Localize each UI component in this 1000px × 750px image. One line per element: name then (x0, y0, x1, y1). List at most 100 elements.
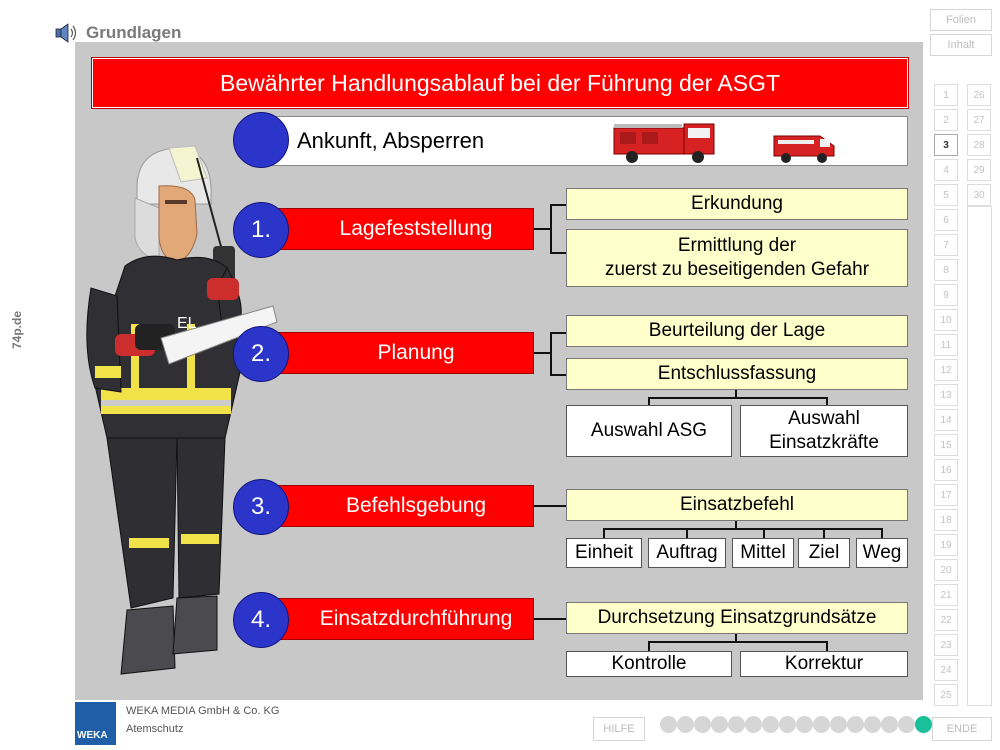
slide-number-10[interactable]: 10 (934, 309, 958, 331)
slide-number-18[interactable]: 18 (934, 509, 958, 531)
progress-dot[interactable] (813, 716, 830, 733)
connector (881, 528, 883, 538)
progress-dots (660, 716, 932, 734)
connector (823, 528, 825, 538)
step-3-circle: 3. (233, 479, 289, 535)
slide-number-12[interactable]: 12 (934, 359, 958, 381)
slide-canvas: Bewährter Handlungsablauf bei der Führun… (75, 42, 923, 700)
weka-logo: WEKA (75, 702, 116, 745)
slide-number-29[interactable]: 29 (967, 159, 991, 181)
step-1-circle: 1. (233, 202, 289, 258)
slide-number-16[interactable]: 16 (934, 459, 958, 481)
slide-number-2[interactable]: 2 (934, 109, 958, 131)
progress-dot[interactable] (728, 716, 745, 733)
section-title: Grundlagen (86, 23, 182, 42)
step-2-bar: Planung (268, 332, 534, 374)
step-1-bar: Lagefeststellung (268, 208, 534, 250)
connector (735, 521, 737, 529)
box-auftrag: Auftrag (648, 538, 726, 568)
connector (735, 634, 737, 642)
connector (648, 641, 650, 651)
progress-dot[interactable] (745, 716, 762, 733)
progress-dot[interactable] (660, 716, 677, 733)
connector (763, 528, 765, 538)
box-einheit: Einheit (566, 538, 642, 568)
slide-number-19[interactable]: 19 (934, 534, 958, 556)
firefighter-illustration: EL (86, 145, 278, 675)
slide-number-25[interactable]: 25 (934, 684, 958, 706)
slide-number-15[interactable]: 15 (934, 434, 958, 456)
connector (603, 528, 605, 538)
progress-dot[interactable] (915, 716, 932, 733)
footer-subject: Atemschutz (126, 723, 184, 735)
slide-number-22[interactable]: 22 (934, 609, 958, 631)
slide-number-13[interactable]: 13 (934, 384, 958, 406)
slide-number-30[interactable]: 30 (967, 184, 991, 206)
slide-number-5[interactable]: 5 (934, 184, 958, 206)
slide-number-20[interactable]: 20 (934, 559, 958, 581)
progress-dot[interactable] (796, 716, 813, 733)
connector (550, 332, 552, 376)
connector (826, 397, 828, 405)
slide-number-17[interactable]: 17 (934, 484, 958, 506)
progress-dot[interactable] (779, 716, 796, 733)
box-auswahl-asg: Auswahl ASG (566, 405, 732, 457)
connector (648, 397, 650, 405)
slide-number-4[interactable]: 4 (934, 159, 958, 181)
slide-number-26[interactable]: 26 (967, 84, 991, 106)
footer-company: WEKA MEDIA GmbH & Co. KG (126, 705, 280, 717)
slide-number-1[interactable]: 1 (934, 84, 958, 106)
step-2-circle: 2. (233, 326, 289, 382)
progress-dot[interactable] (711, 716, 728, 733)
box-weg: Weg (856, 538, 908, 568)
connector (603, 528, 883, 530)
folien-button[interactable]: Folien (930, 9, 992, 31)
progress-dot[interactable] (881, 716, 898, 733)
step-4-bar: Einsatzdurchführung (268, 598, 534, 640)
inhalt-button[interactable]: Inhalt (930, 34, 992, 56)
step-4-circle: 4. (233, 592, 289, 648)
slide-number-3[interactable]: 3 (934, 134, 958, 156)
slide-number-24[interactable]: 24 (934, 659, 958, 681)
connector (550, 204, 552, 254)
connector (735, 390, 737, 398)
fire-van-image (773, 135, 835, 163)
slide-number-9[interactable]: 9 (934, 284, 958, 306)
side-label: 74p.de (10, 311, 24, 350)
arrival-circle (233, 112, 289, 168)
speaker-icon[interactable] (52, 21, 82, 45)
connector (534, 228, 550, 230)
box-korrektur: Korrektur (740, 651, 908, 677)
progress-dot[interactable] (847, 716, 864, 733)
hilfe-button[interactable]: HILFE (593, 717, 645, 741)
progress-dot[interactable] (694, 716, 711, 733)
progress-dot[interactable] (830, 716, 847, 733)
slide-number-23[interactable]: 23 (934, 634, 958, 656)
step-3-bar: Befehlsgebung (268, 485, 534, 527)
connector (550, 204, 566, 206)
box-ermittlung: Ermittlung der zuerst zu beseitigenden G… (566, 229, 908, 287)
slide-number-11[interactable]: 11 (934, 334, 958, 356)
slide-list-scrollbar[interactable] (967, 206, 992, 706)
slide-number-6[interactable]: 6 (934, 209, 958, 231)
slide-number-8[interactable]: 8 (934, 259, 958, 281)
progress-dot[interactable] (898, 716, 915, 733)
figure-label: EL (177, 315, 197, 332)
slide-number-7[interactable]: 7 (934, 234, 958, 256)
box-erkundung: Erkundung (566, 188, 908, 220)
header: Grundlagen (52, 20, 181, 46)
slide-number-14[interactable]: 14 (934, 409, 958, 431)
ende-button[interactable]: ENDE (932, 717, 992, 741)
box-durchsetzung: Durchsetzung Einsatzgrundsätze (566, 602, 908, 634)
connector (686, 528, 688, 538)
progress-dot[interactable] (864, 716, 881, 733)
box-kontrolle: Kontrolle (566, 651, 732, 677)
slide-number-21[interactable]: 21 (934, 584, 958, 606)
slide-number-28[interactable]: 28 (967, 134, 991, 156)
box-einsatzbefehl: Einsatzbefehl (566, 489, 908, 521)
connector (826, 641, 828, 651)
connector (648, 397, 828, 399)
progress-dot[interactable] (762, 716, 779, 733)
progress-dot[interactable] (677, 716, 694, 733)
slide-number-27[interactable]: 27 (967, 109, 991, 131)
